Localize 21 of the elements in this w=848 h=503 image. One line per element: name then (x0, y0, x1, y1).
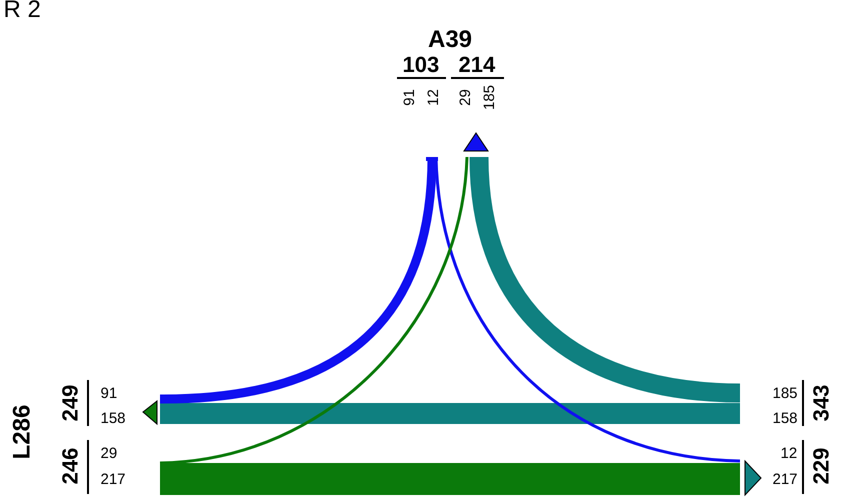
turn-volume: 12 (425, 88, 440, 106)
turn-volume: 185 (482, 84, 497, 110)
turn-volume: 12 (780, 446, 798, 460)
total-volume: 103 (402, 54, 440, 76)
turn-volume: 158 (772, 410, 798, 426)
road-name: L286 (10, 404, 34, 460)
turn-volume: 185 (772, 386, 798, 400)
total-volume: 343 (810, 384, 832, 422)
turn-volume: 158 (100, 410, 126, 426)
total-volume: 249 (58, 384, 81, 422)
turn-volume: 29 (100, 446, 118, 460)
turn-volume: 91 (100, 386, 118, 400)
diagram-label: R 2 (4, 0, 41, 22)
turn-volume: 29 (457, 88, 472, 106)
total-volume: 214 (458, 54, 496, 76)
road-name: A39 (428, 28, 472, 52)
total-volume: 246 (58, 448, 81, 484)
total-volume: 229 (810, 448, 832, 484)
turn-volume: 217 (100, 472, 126, 486)
turn-volume: 91 (401, 88, 416, 106)
turn-volume: 217 (772, 472, 798, 486)
